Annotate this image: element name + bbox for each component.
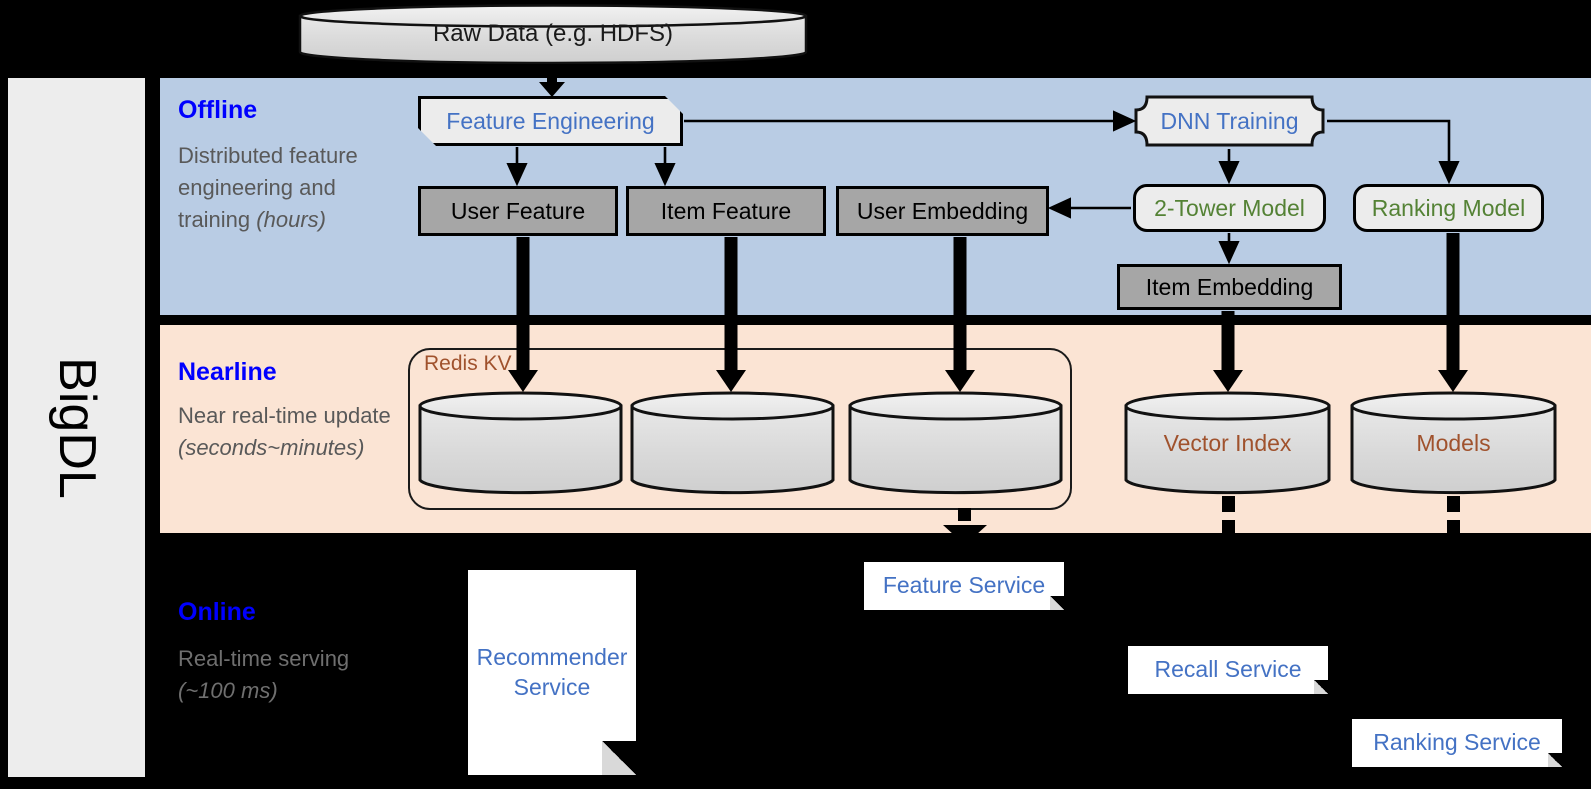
models-cylinder[interactable]: Models — [1350, 391, 1557, 495]
page-fold-icon — [1314, 680, 1328, 694]
recommender-service-label: Recommender Service — [476, 643, 628, 700]
feature-service-label: Feature Service — [882, 572, 1046, 599]
raw-data-cylinder: Raw Data (e.g. HDFS) — [298, 4, 808, 65]
vector-index-shape — [1124, 391, 1331, 495]
nearline-desc-text: Near real-time update — [178, 403, 391, 428]
recall-service-card[interactable]: Recall Service — [1128, 646, 1328, 694]
nearline-description: Near real-time update (seconds~minutes) — [178, 400, 403, 464]
kv-store-item-feature[interactable] — [630, 391, 835, 495]
kv-store-user-embedding-shape — [848, 391, 1063, 495]
dnn-training-shape — [1134, 95, 1325, 147]
offline-desc-text: Distributed feature engineering and trai… — [178, 143, 358, 232]
item-embedding-node[interactable]: Item Embedding — [1117, 264, 1342, 310]
two-tower-model-node[interactable]: 2-Tower Model — [1133, 184, 1326, 232]
recommender-service-card[interactable]: Recommender Service — [468, 570, 636, 775]
ranking-service-label: Ranking Service — [1373, 729, 1541, 756]
dnn-training-label: DNN Training — [1160, 107, 1299, 134]
page-fold-icon — [1050, 596, 1064, 610]
raw-data-shape — [298, 4, 808, 65]
recall-service-label: Recall Service — [1154, 656, 1302, 683]
item-feature-node[interactable]: Item Feature — [626, 186, 826, 236]
online-description: Real-time serving (~100 ms) — [178, 643, 403, 707]
online-title: Online — [178, 598, 256, 626]
models-shape — [1350, 391, 1557, 495]
online-desc-emphasis: (~100 ms) — [178, 677, 278, 703]
kv-store-item-feature-shape — [630, 391, 835, 495]
ranking-service-card[interactable]: Ranking Service — [1352, 719, 1562, 767]
page-fold-icon — [1548, 753, 1562, 767]
ranking-model-node[interactable]: Ranking Model — [1353, 184, 1544, 232]
kv-store-user-feature[interactable] — [418, 391, 623, 495]
online-desc-text: Real-time serving — [178, 646, 350, 671]
feature-engineering-node[interactable]: Feature Engineering — [418, 96, 683, 146]
nearline-title: Nearline — [178, 358, 277, 386]
bigdl-label: BigDL — [47, 356, 106, 499]
user-embedding-node[interactable]: User Embedding — [836, 186, 1049, 236]
redis-kv-group — [408, 348, 1072, 510]
bigdl-rail: BigDL — [8, 78, 145, 777]
feature-service-card[interactable]: Feature Service — [864, 562, 1064, 610]
user-feature-node[interactable]: User Feature — [418, 186, 618, 236]
offline-title: Offline — [178, 96, 258, 124]
nearline-desc-emphasis: (seconds~minutes) — [178, 434, 365, 460]
offline-desc-emphasis: (hours) — [256, 206, 326, 232]
vector-index-cylinder[interactable]: Vector Index — [1124, 391, 1331, 495]
kv-store-user-embedding[interactable] — [848, 391, 1063, 495]
offline-description: Distributed feature engineering and trai… — [178, 140, 403, 236]
redis-kv-label: Redis KV — [424, 352, 512, 375]
kv-store-user-feature-shape — [418, 391, 623, 495]
dnn-training-node[interactable]: DNN Training — [1133, 94, 1326, 148]
page-fold-icon — [602, 741, 636, 775]
